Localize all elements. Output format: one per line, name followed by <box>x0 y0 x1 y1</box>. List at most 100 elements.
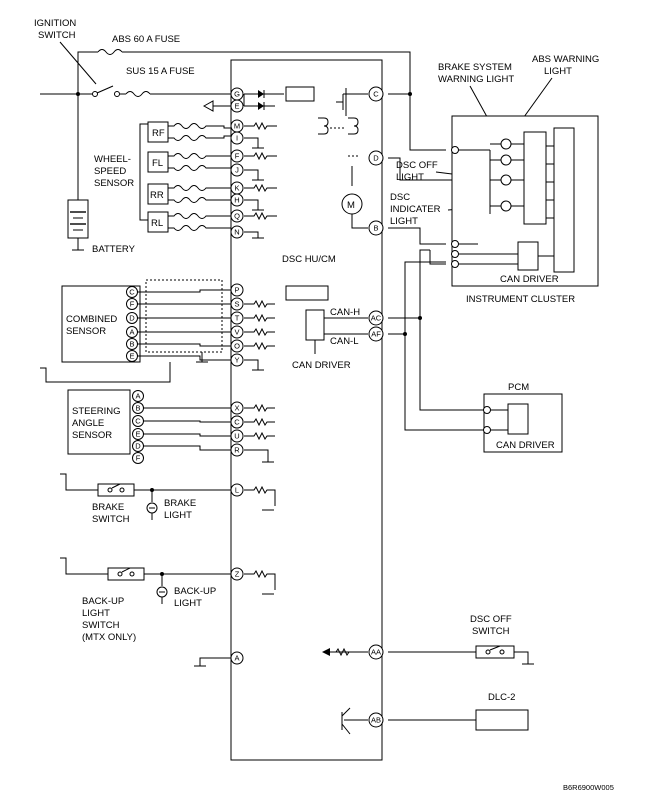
dsc-off-light-label-1: DSC OFF <box>396 160 438 171</box>
dsc-off-switch-group: DSC OFF SWITCH <box>388 614 534 665</box>
brake-switch-group: BRAKE SWITCH BRAKE LIGHT <box>60 473 231 525</box>
hu-can-driver-label: CAN DRIVER <box>292 360 351 371</box>
dlc2-group: DLC-2 <box>388 692 529 731</box>
connector-pins: GEMIFJKHQNPSTVOYXWURLZACCDBACAFAAABCFDAB… <box>126 86 384 728</box>
steering-pin-f: F <box>132 452 144 464</box>
ground-arrow-icon <box>202 100 214 112</box>
sensor-rr-label: RR <box>150 190 164 201</box>
battery-label: BATTERY <box>92 244 136 255</box>
sus-fuse-label: SUS 15 A FUSE <box>126 66 195 77</box>
hu-pin-o-label: O <box>234 342 240 351</box>
abs-warning-lamp <box>500 138 512 150</box>
hu-pin-o: O <box>230 339 244 353</box>
ignition-switch-label-1: IGNITION <box>34 18 76 29</box>
combined-sensor-label-2: SENSOR <box>66 326 106 337</box>
hu-pin-t: T <box>230 311 244 325</box>
hu-pin-right-d-label: D <box>373 154 379 163</box>
dsc-indicator-label-1: DSC <box>390 192 410 203</box>
combined-pin-a: A <box>126 326 138 338</box>
dsc-hu-cm-label: DSC HU/CM <box>282 254 336 265</box>
hu-pin-i: I <box>230 131 244 145</box>
solenoid-coil-2 <box>348 117 359 135</box>
backup-switch-label-4: (MTX ONLY) <box>82 632 136 643</box>
steering-angle-sensor: STEERING ANGLE SENSOR <box>40 362 171 455</box>
hu-internal-bottom <box>322 647 368 735</box>
hu-pin-j-label: J <box>235 166 239 175</box>
hu-pin-f-label: F <box>235 152 240 161</box>
dsc-off-light-label-2: LIGHT <box>396 172 424 183</box>
steering-label-1: STEERING <box>72 406 121 417</box>
abs-fuse <box>97 49 123 55</box>
combined-pin-c: C <box>126 286 138 298</box>
steering-pin-a-label: A <box>135 392 140 401</box>
steering-pin-f-label: F <box>136 454 141 463</box>
instrument-cluster-label: INSTRUMENT CLUSTER <box>466 294 575 305</box>
steering-pin-d-label: D <box>135 442 141 451</box>
hu-pin-q: Q <box>230 209 244 223</box>
combined-sensor: COMBINED SENSOR <box>61 279 223 363</box>
dsc-indicator-label-3: LIGHT <box>390 216 418 227</box>
hu-pin-e: E <box>230 99 244 113</box>
dlc2-connector <box>475 709 529 731</box>
hu-pin-v-label: V <box>234 328 239 337</box>
steering-pin-a: A <box>132 390 144 402</box>
hu-pin-r-label: R <box>234 446 240 455</box>
hu-pin-n: N <box>230 225 244 239</box>
steering-pin-d: D <box>132 440 144 452</box>
ground-a <box>194 657 231 667</box>
hu-pin-right-aa-label: AA <box>371 648 381 657</box>
combined-pin-f: F <box>126 298 138 310</box>
brake-light-label-2: LIGHT <box>164 510 192 521</box>
backup-light-label-2: LIGHT <box>174 598 202 609</box>
sensor-rl-label: RL <box>151 218 163 229</box>
hu-pin-p: P <box>230 283 244 297</box>
steering-pin-c: C <box>132 415 144 427</box>
hu-pin-q-label: Q <box>234 212 240 221</box>
dsc-hu-cm-unit <box>230 59 383 761</box>
steering-label-3: SENSOR <box>72 430 112 441</box>
hu-pin-y-label: Y <box>234 356 239 365</box>
pcm: PCM CAN DRIVER <box>483 382 563 453</box>
hu-internal-resistors <box>244 121 329 595</box>
backup-light-label-1: BACK-UP <box>174 586 216 597</box>
hu-pin-u-label: U <box>234 432 239 441</box>
hu-pin-right-af-label: AF <box>371 330 381 339</box>
combined-sensor-label-1: COMBINED <box>66 314 117 325</box>
hu-pin-i-label: I <box>236 134 238 143</box>
hu-internal-top: M <box>202 86 368 229</box>
combined-pin-a-label: A <box>129 328 134 337</box>
wheel-speed-sensors: WHEEL- SPEED SENSOR RF FL RR RL <box>94 121 249 233</box>
hu-pin-u: U <box>230 429 244 443</box>
internal-combined-box <box>285 285 329 301</box>
hu-pin-x: X <box>230 401 244 415</box>
hu-pin-right-ac: AC <box>368 310 384 326</box>
sensor-fl: FL <box>147 151 249 173</box>
hu-pin-x-label: X <box>234 404 239 413</box>
dsc-off-switch-label-1: DSC OFF <box>470 614 512 625</box>
hu-pin-m: M <box>230 119 244 133</box>
brake-warning-lamp <box>500 154 512 166</box>
hu-pin-c2: C <box>230 415 244 429</box>
hu-pin-g-label: G <box>234 90 240 99</box>
hu-pin-right-ac-label: AC <box>371 314 382 323</box>
hu-pin-e-label: E <box>234 102 239 111</box>
pcm-can-driver-box <box>507 403 529 435</box>
brake-warning-label-1: BRAKE SYSTEM <box>438 62 512 73</box>
steering-angle-sensor-box <box>67 389 131 455</box>
combined-pin-b-label: B <box>129 340 134 349</box>
dsc-indicator-label-2: INDICATER <box>390 204 441 215</box>
shield-dashed-box <box>145 279 223 353</box>
combined-pin-d: D <box>126 312 138 324</box>
combined-pin-e-label: E <box>129 352 134 361</box>
steering-pin-b-label: B <box>135 404 140 413</box>
hu-pin-right-c-label: C <box>373 90 379 99</box>
hu-pin-l: L <box>230 483 244 497</box>
sensor-fl-label: FL <box>152 158 163 169</box>
brake-warning-label-2: WARNING LIGHT <box>438 74 514 85</box>
backup-switch-group: BACK-UP LIGHT SWITCH (MTX ONLY) BACK-UP … <box>60 557 231 643</box>
hu-pin-t-label: T <box>235 314 240 323</box>
cluster-can-driver-label: CAN DRIVER <box>500 274 559 285</box>
hu-pin-l-label: L <box>235 486 239 495</box>
steering-label-2: ANGLE <box>72 418 104 429</box>
hu-pin-v: V <box>230 325 244 339</box>
